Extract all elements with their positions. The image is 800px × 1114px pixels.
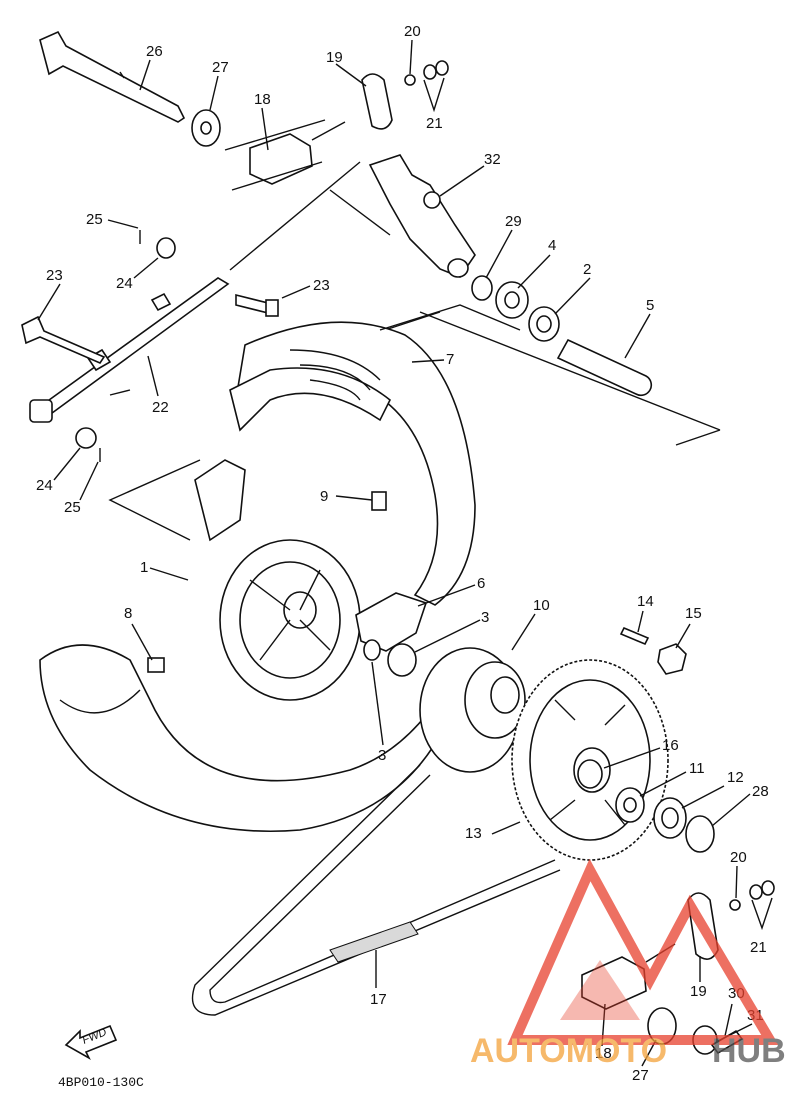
svg-text:9: 9 — [320, 488, 328, 505]
watermark-text-left: AUTOMOTO — [470, 1032, 667, 1070]
stud-bolt — [619, 626, 650, 646]
callout-labels: 1 2 3 3 4 5 6 7 8 9 10 11 12 13 14 15 16… — [36, 23, 769, 1084]
clutch-damper — [355, 592, 428, 652]
axle — [39, 30, 186, 123]
cotter-pin-bottom — [749, 884, 763, 900]
svg-text:8: 8 — [124, 605, 132, 622]
chain-puller-bottom — [581, 943, 676, 1010]
nut-torque-top — [156, 237, 176, 259]
svg-text:15: 15 — [685, 605, 702, 622]
valve — [371, 491, 387, 511]
svg-text:18: 18 — [595, 1045, 612, 1062]
bolt-left — [21, 315, 106, 364]
nut-torque-bottom — [75, 427, 97, 449]
svg-text:23: 23 — [46, 267, 63, 284]
balance-weight — [147, 657, 165, 673]
wheel-hub — [108, 459, 361, 701]
adjuster-plate-top — [361, 73, 393, 130]
bearing-3b — [363, 639, 381, 661]
svg-text:28: 28 — [752, 783, 769, 800]
svg-text:20: 20 — [404, 23, 421, 40]
svg-text:6: 6 — [477, 575, 485, 592]
svg-text:32: 32 — [484, 151, 501, 168]
svg-text:20: 20 — [730, 849, 747, 866]
svg-text:1: 1 — [140, 559, 148, 576]
tire — [229, 304, 521, 606]
svg-text:19: 19 — [690, 983, 707, 1000]
svg-text:24: 24 — [116, 275, 133, 292]
svg-text:17: 17 — [370, 991, 387, 1008]
svg-text:3: 3 — [378, 747, 386, 764]
svg-text:22: 22 — [152, 399, 169, 416]
svg-text:21: 21 — [750, 939, 767, 956]
svg-text:27: 27 — [632, 1067, 649, 1084]
collar — [471, 275, 493, 301]
spacer — [556, 338, 653, 397]
drive-chain — [191, 764, 561, 1016]
collar-16 — [577, 759, 603, 789]
svg-text:25: 25 — [64, 499, 81, 516]
svg-text:26: 26 — [146, 43, 163, 60]
bearing-3a — [387, 643, 417, 677]
clutch-hub — [419, 647, 526, 773]
brake-torque-rod — [29, 277, 230, 423]
svg-text:10: 10 — [533, 597, 550, 614]
svg-text:5: 5 — [646, 297, 654, 314]
svg-text:2: 2 — [583, 261, 591, 278]
forward-arrow: FWD — [64, 1024, 118, 1060]
cotter-pin-top — [423, 64, 437, 80]
svg-text:25: 25 — [86, 211, 103, 228]
svg-text:24: 24 — [36, 477, 53, 494]
svg-text:29: 29 — [505, 213, 522, 230]
svg-text:14: 14 — [637, 593, 654, 610]
collar-28 — [685, 815, 715, 853]
chain-puller-top — [224, 119, 346, 191]
svg-text:11: 11 — [689, 760, 705, 777]
svg-text:3: 3 — [481, 609, 489, 626]
svg-text:21: 21 — [426, 115, 443, 132]
svg-text:16: 16 — [662, 737, 679, 754]
nut-bottom — [729, 899, 741, 911]
svg-text:4: 4 — [548, 237, 556, 254]
nut-top — [404, 74, 416, 86]
svg-text:7: 7 — [446, 351, 454, 368]
sprocket-nut — [657, 643, 687, 675]
watermark-text-right: HUB — [712, 1032, 786, 1070]
drawing-code: 4BP010-130C — [58, 1075, 144, 1090]
svg-text:18: 18 — [254, 91, 271, 108]
brake-caliper-bracket — [368, 154, 476, 278]
svg-text:23: 23 — [313, 277, 330, 294]
watermark-logo: AUTOMOTO HUB — [470, 858, 786, 1070]
svg-text:12: 12 — [727, 769, 744, 786]
svg-text:27: 27 — [212, 59, 229, 76]
svg-text:13: 13 — [465, 825, 482, 842]
svg-text:19: 19 — [326, 49, 343, 66]
